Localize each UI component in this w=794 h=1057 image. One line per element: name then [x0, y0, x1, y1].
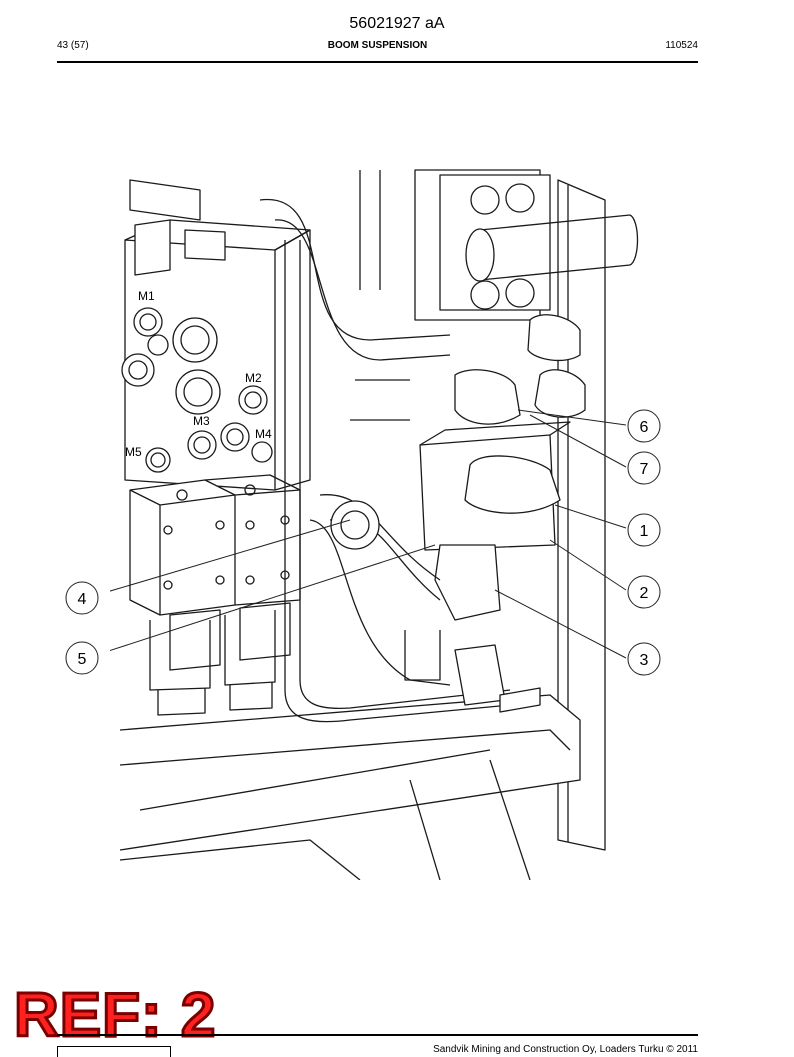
callout-6: 6 — [627, 409, 661, 443]
page-header: 43 (57) BOOM SUSPENSION 110524 — [57, 40, 698, 56]
footer-copyright: Sandvik Mining and Construction Oy, Load… — [433, 1044, 698, 1055]
svg-text:3: 3 — [640, 652, 649, 669]
svg-text:6: 6 — [640, 419, 649, 436]
header-rule — [57, 61, 698, 63]
svg-text:2: 2 — [640, 585, 649, 602]
hose — [259, 199, 451, 341]
callout-4: 4 — [65, 581, 99, 615]
leader-2 — [549, 539, 627, 591]
base-frame — [119, 694, 581, 851]
document-number: 56021927 aA — [349, 15, 445, 32]
svg-text:7: 7 — [640, 461, 649, 478]
port-label-m5: M5 — [125, 445, 142, 459]
svg-text:1: 1 — [640, 523, 649, 540]
port-label-m4: M4 — [255, 427, 272, 441]
footer-rule — [57, 1034, 698, 1036]
section-title: BOOM SUSPENSION — [327, 40, 428, 51]
leader-7 — [529, 414, 627, 468]
main-pipe — [479, 214, 631, 281]
left-callouts: 4 5 — [65, 581, 99, 675]
callout-7: 7 — [627, 451, 661, 485]
leader-4 — [110, 519, 351, 592]
page-number: 43 (57) — [57, 40, 89, 51]
reference-stamp: REF: 2 — [12, 981, 217, 1050]
leader-3 — [494, 589, 627, 659]
port-label-m2: M2 — [245, 371, 262, 385]
footer-logo — [57, 1046, 171, 1057]
revision-date: 110524 — [665, 40, 698, 51]
technical-drawing: M1 M2 M3 M4 M5 6 7 1 2 3 — [110, 169, 661, 880]
callout-1: 1 — [627, 513, 661, 547]
port-label-m3: M3 — [193, 414, 210, 428]
svg-text:5: 5 — [78, 651, 87, 668]
svg-text:4: 4 — [78, 591, 87, 608]
callout-5: 5 — [65, 641, 99, 675]
callout-2: 2 — [627, 575, 661, 609]
callout-3: 3 — [627, 642, 661, 676]
port-label-m1: M1 — [138, 289, 155, 303]
leader-6 — [517, 409, 627, 426]
leader-5 — [110, 544, 436, 652]
leader-1 — [554, 504, 627, 529]
